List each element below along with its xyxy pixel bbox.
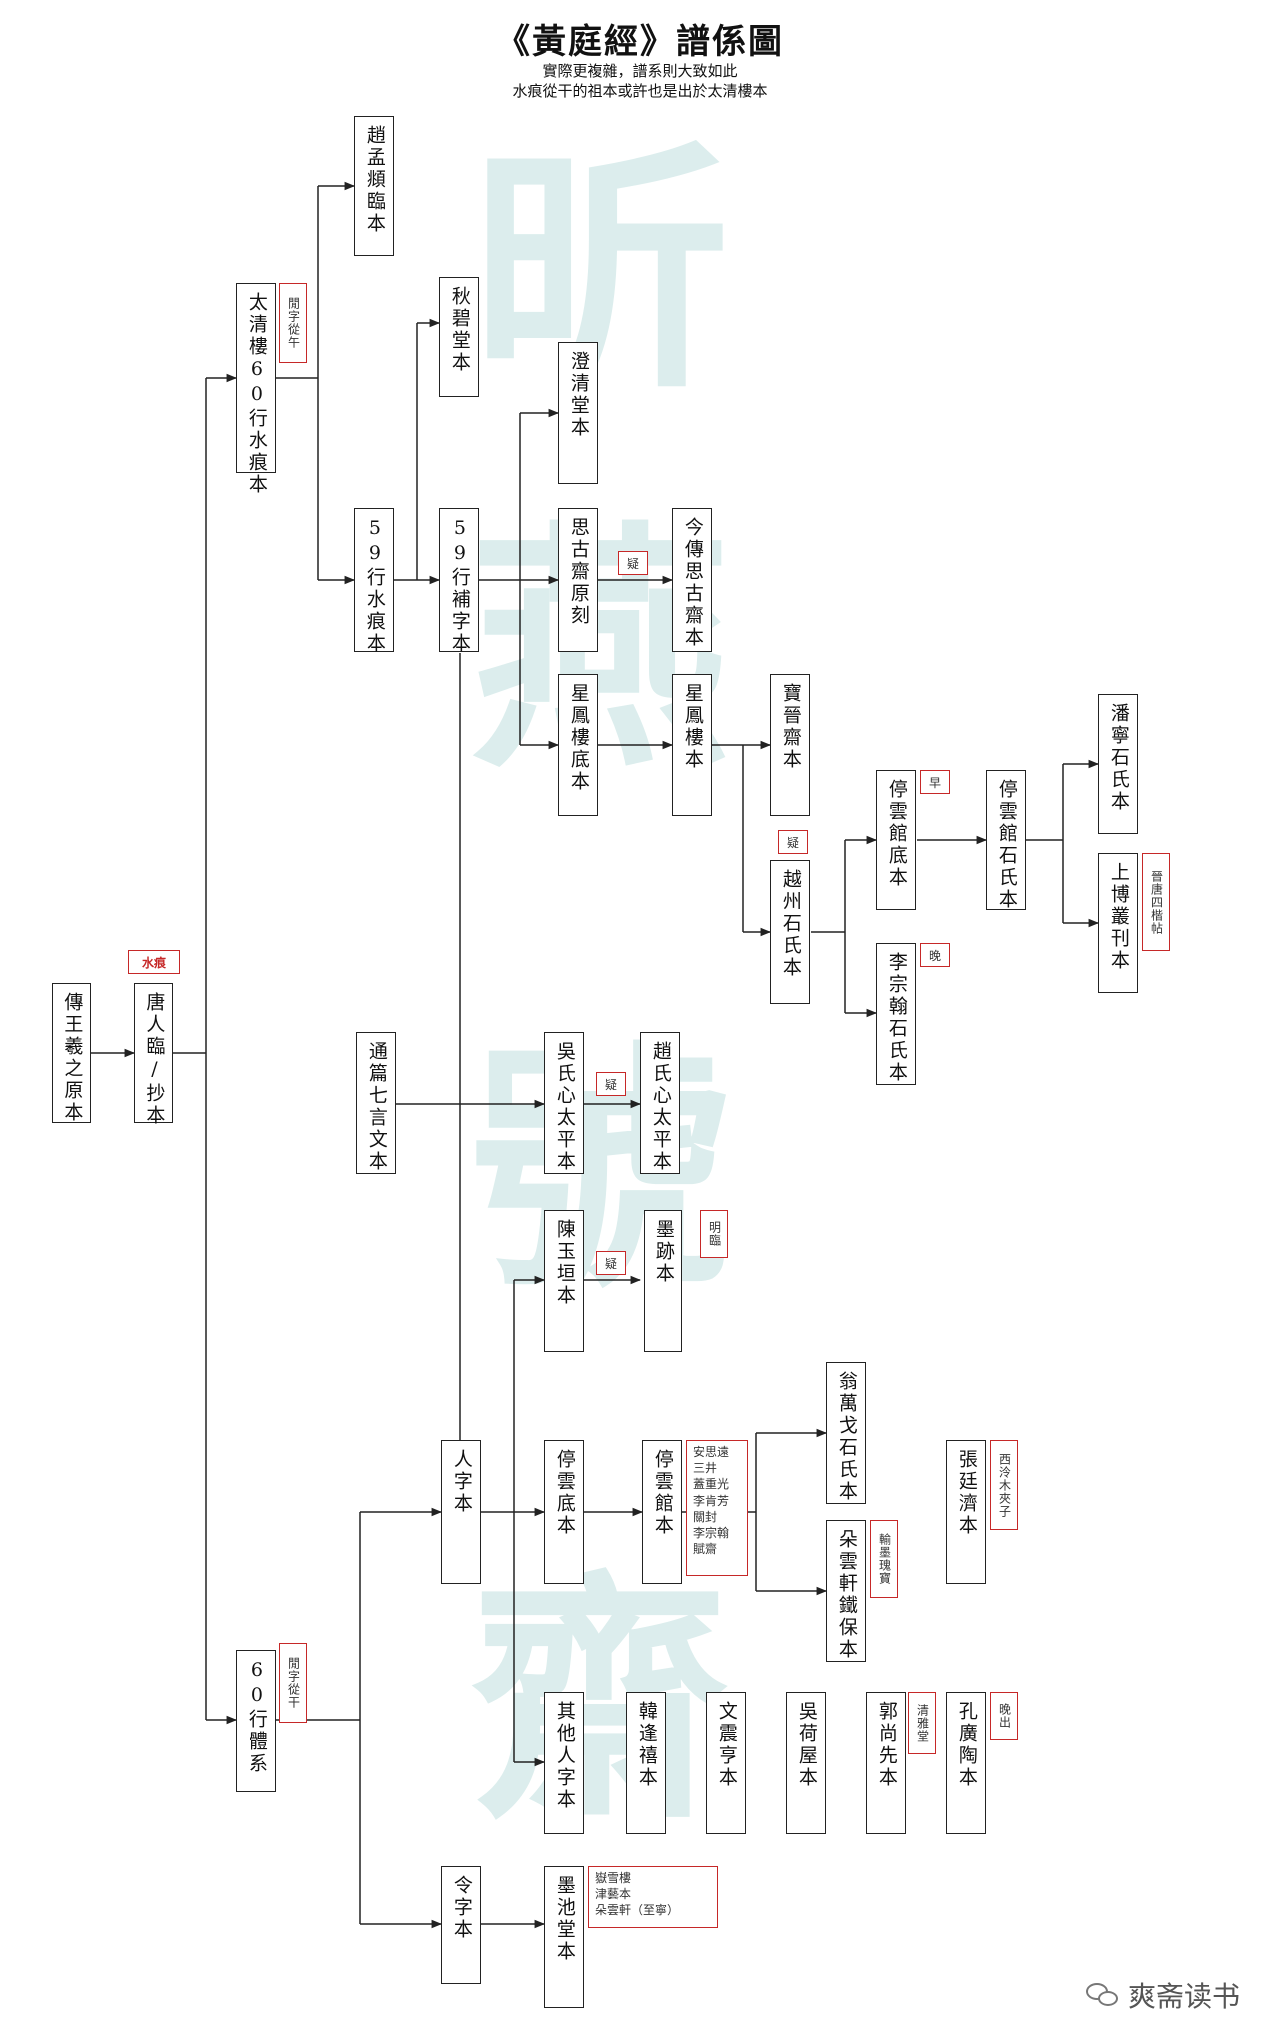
node-mochitang: 墨池堂本 [544,1866,584,2008]
note-watermark-tang: 水痕 [128,950,180,974]
node-siguzhai-current: 今傳思古齋本 [672,508,712,652]
node-tingyunguan: 停雲館本 [642,1440,682,1584]
node-yuezhou-shi: 越州石氏本 [770,860,810,1004]
node-weng-wange-shi: 翁萬戈石氏本 [826,1362,866,1504]
node-tingyunguan-shi: 停雲館石氏本 [986,770,1026,911]
node-wu-xintaiping: 吳氏心太平本 [544,1032,584,1174]
node-tang-copy: 唐人臨/抄本 [134,983,173,1127]
node-xingfenglou-base: 星鳳樓底本 [558,674,598,816]
node-lingzi: 令字本 [441,1866,481,1984]
node-xingfenglou: 星鳳樓本 [672,674,712,816]
note-moji-ming-copy: 明臨 [700,1210,728,1258]
node-duoyunxuan-tiebao: 朵雲軒鐵保本 [826,1520,866,1662]
node-li-zonghan-shi: 李宗翰石氏本 [876,943,916,1085]
note-qingyatang: 清雅堂 [908,1692,936,1754]
note-wu-doubt: 疑 [596,1072,626,1096]
node-han-fengxi: 韓逢禧本 [626,1692,666,1834]
node-renzi: 人字本 [441,1440,481,1584]
node-60-line-system: 60行體系 [236,1650,276,1792]
note-60-line-char: 閒字從干 [279,1643,307,1723]
chart-title: 《黃庭經》譜係圖 [496,22,784,62]
note-taiqinglou-char: 閒字從午 [279,283,307,363]
footer-text: 爽斋读书 [1127,1980,1240,2013]
node-siguzhai-original: 思古齋原刻 [558,508,598,652]
note-mochitang-versions: 嶽雪樓津藝本朵雲軒（至寧） [588,1866,718,1928]
node-59-watermark: 59行水痕本 [354,508,394,655]
node-chengqingtang: 澄清堂本 [558,342,598,484]
node-baojinzhai: 寶晉齋本 [770,674,810,816]
footer-brand: 爽斋读书 [1085,1975,1240,2015]
note-tingyunguan-holders: 安思遠三井蓋重光李肯芳關封李宗翰賦齋 [686,1440,748,1576]
node-wu-hewu: 吳荷屋本 [786,1692,826,1834]
note-li-zonghan-late: 晚 [920,943,950,967]
node-kong-guangtao: 孔廣陶本 [946,1692,986,1834]
node-tingyun-base: 停雲底本 [544,1440,584,1584]
node-guo-shangxian: 郭尚先本 [866,1692,906,1834]
node-wang-xizhi-original: 傳王羲之原本 [52,983,91,1124]
node-zhao-xintaiping: 趙氏心太平本 [640,1032,680,1174]
note-shumo-guibao: 輸墨瑰寶 [870,1520,898,1598]
node-shangbo-congkan: 上博叢刊本 [1098,853,1138,993]
node-moji: 墨跡本 [644,1210,682,1352]
note-yuezhou-doubt: 疑 [778,830,808,854]
subtitle-1: 實際更複雜，譜系則大致如此 [542,62,738,80]
subtitle-2: 水痕從干的祖本或許也是出於太清樓本 [512,82,768,100]
node-taiqinglou-60: 太清樓60行水痕本 [236,283,276,496]
node-wen-zhenheng: 文震亨本 [706,1692,746,1834]
node-zhang-tingji: 張廷濟本 [946,1440,986,1584]
note-late-appearance: 晚出 [990,1692,1018,1740]
node-tingyunguan-base: 停雲館底本 [876,770,916,910]
note-chen-doubt: 疑 [596,1251,626,1275]
node-qiubitang: 秋碧堂本 [439,277,479,397]
note-siguzhai-doubt: 疑 [618,551,648,575]
node-other-renzi: 其他人字本 [544,1692,584,1834]
note-tingyunguan-early: 早 [920,770,950,794]
node-59-buzi: 59行補字本 [439,508,479,655]
wechat-icon [1085,1981,1120,2009]
node-zhao-mengfu: 趙孟頫臨本 [354,116,394,256]
node-panning-shi: 潘寧石氏本 [1098,694,1138,834]
note-jintang-sikaitie: 晉唐四楷帖 [1142,853,1170,951]
note-xiling-jiazi: 西泠木夾子 [990,1440,1018,1530]
node-chen-yuyuan: 陳玉垣本 [544,1210,584,1352]
node-seven-character-text: 通篇七言文本 [356,1032,396,1174]
